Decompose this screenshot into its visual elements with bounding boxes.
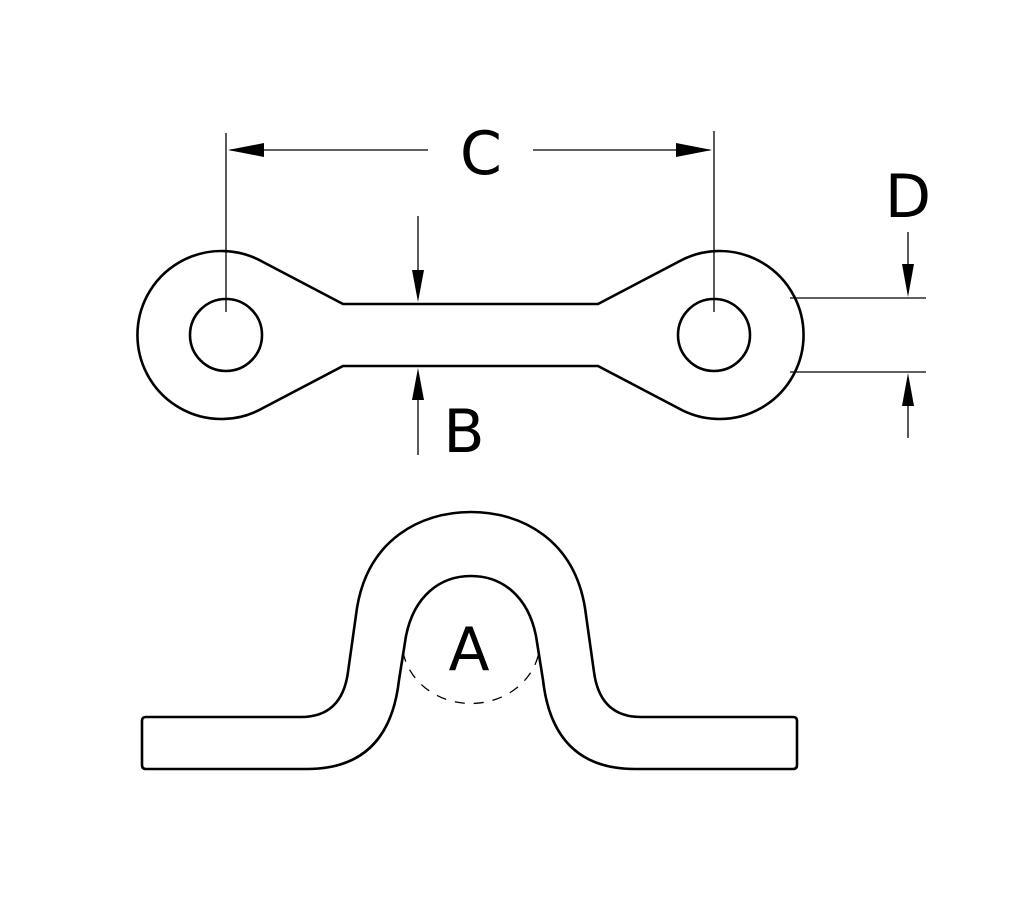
c-arrow-left	[228, 143, 264, 157]
c-arrow-right	[676, 143, 712, 157]
top-view-outline	[136, 249, 805, 421]
side-view	[140, 510, 799, 771]
hidden-arc	[402, 651, 540, 705]
dimension-d: D	[790, 162, 931, 438]
b-arrow-top	[412, 270, 424, 302]
c-label: C	[460, 119, 502, 189]
d-label: D	[885, 162, 931, 232]
b-label: B	[443, 397, 484, 467]
top-view	[136, 249, 805, 421]
side-view-outline	[140, 510, 799, 771]
b-arrow-bottom	[412, 368, 424, 400]
d-arrow-bottom	[902, 373, 914, 406]
d-arrow-top	[902, 264, 914, 297]
dimension-c: C	[225, 119, 715, 312]
a-label: A	[448, 615, 489, 685]
dimension-b: B	[412, 216, 485, 467]
